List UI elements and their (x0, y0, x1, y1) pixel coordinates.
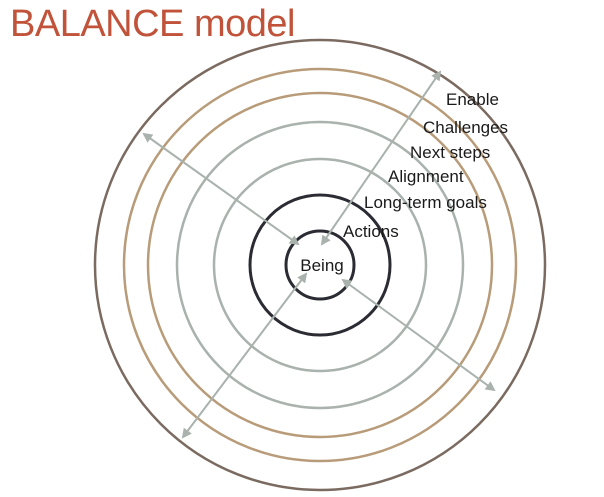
label-next-steps: Next steps (410, 143, 490, 162)
label-challenges: Challenges (423, 118, 508, 137)
ring-next-steps (146, 91, 494, 439)
center-label: Being (300, 256, 343, 275)
arrow-lower-right (341, 278, 496, 392)
arrow-upper-right (320, 70, 442, 246)
ring-alignment (175, 120, 465, 410)
label-long-term-goals: Long-term goals (364, 193, 487, 212)
label-enable: Enable (446, 90, 499, 109)
arrow-lower-left (181, 272, 308, 439)
label-actions: Actions (343, 222, 399, 241)
ring-enable (93, 38, 547, 492)
ring-long-term-goals (212, 157, 428, 373)
ring-being (284, 229, 356, 301)
ring-actions (248, 193, 392, 337)
label-alignment: Alignment (388, 167, 464, 186)
page-title: BALANCE model (10, 3, 295, 45)
arrow-upper-left (142, 132, 300, 246)
ring-challenges (122, 67, 518, 463)
